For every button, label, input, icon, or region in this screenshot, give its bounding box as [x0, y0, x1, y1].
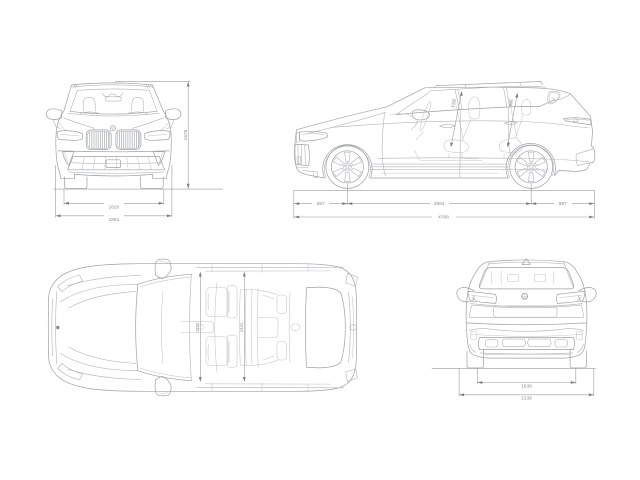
svg-text:1026: 1026 — [450, 98, 457, 109]
svg-text:1520: 1520 — [195, 322, 200, 332]
svg-text:2864: 2864 — [434, 201, 445, 207]
svg-text:2138: 2138 — [521, 396, 532, 402]
svg-text:1636: 1636 — [521, 383, 532, 389]
svg-text:4708: 4708 — [438, 214, 449, 220]
svg-text:857: 857 — [317, 201, 325, 207]
svg-text:1891: 1891 — [109, 217, 120, 223]
svg-text:987: 987 — [559, 201, 567, 207]
svg-text:1620: 1620 — [109, 205, 120, 211]
svg-text:996: 996 — [508, 98, 514, 106]
svg-text:1441: 1441 — [239, 322, 244, 332]
svg-text:1676: 1676 — [183, 129, 189, 140]
